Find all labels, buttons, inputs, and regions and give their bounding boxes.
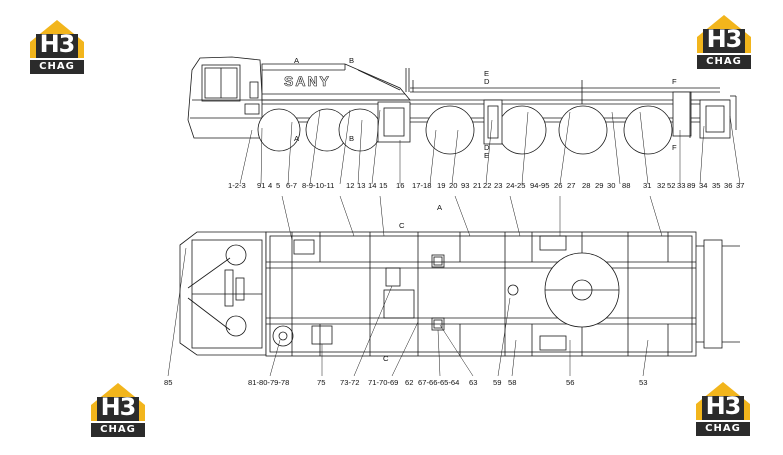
part-label: 30 [607, 181, 615, 190]
part-label: 89 [687, 181, 695, 190]
section-mark-e-bottom: E [484, 151, 489, 160]
part-label: 15 [379, 181, 387, 190]
part-label: 91 [257, 181, 265, 190]
section-mark-c-bottom: C [383, 354, 389, 363]
part-label: 12 [346, 181, 354, 190]
boom-brand-text: SANY [284, 73, 331, 89]
part-label: 4 [268, 181, 272, 190]
section-mark-d-bottom: D [484, 143, 490, 152]
section-marks: A A B B E D D E F F A C C [294, 56, 677, 363]
part-label: 33 [677, 181, 685, 190]
logo-mark: H3 [705, 392, 742, 420]
part-label: 94-95 [530, 181, 549, 190]
logo-name: CHAG [705, 423, 741, 434]
logo-bottom-left: H3 CHAG [91, 383, 145, 441]
part-label: 24-25 [506, 181, 525, 190]
part-label: 16 [396, 181, 404, 190]
part-label: 93 [461, 181, 469, 190]
part-label: 34 [699, 181, 707, 190]
part-label: 21 [473, 181, 481, 190]
part-label: 14 [368, 181, 376, 190]
side-part-labels: 1-2-3 91 4 5 6-7 8-9-10-11 12 13 14 15 1… [228, 181, 744, 190]
part-label: 53 [639, 378, 647, 387]
part-label: 19 [437, 181, 445, 190]
part-label: 88 [622, 181, 630, 190]
part-label: 29 [595, 181, 603, 190]
logo-mark: H3 [706, 25, 743, 53]
part-label: 85 [164, 378, 172, 387]
part-label: 32 [657, 181, 665, 190]
logo-top-right: H3 CHAG [697, 15, 751, 73]
plan-part-labels: 85 81-80-79-78 75 73-72 71-70-69 62 67-6… [164, 378, 647, 387]
part-label: 17-18 [412, 181, 431, 190]
part-label: 63 [469, 378, 477, 387]
part-label: 20 [449, 181, 457, 190]
plan-panel-dividers [291, 232, 669, 356]
side-view: SANY [187, 56, 737, 155]
part-label: 52 [667, 181, 675, 190]
part-label: 81-80-79-78 [248, 378, 289, 387]
plan-leader-lines [167, 195, 663, 377]
logo-mark: H3 [100, 393, 137, 421]
part-label: 71-70-69 [368, 378, 398, 387]
logo-mark: H3 [39, 30, 76, 58]
logo-name: CHAG [706, 56, 742, 67]
section-mark-f-top: F [672, 77, 677, 86]
part-label: 37 [736, 181, 744, 190]
part-label: 6-7 [286, 181, 297, 190]
part-label: 27 [567, 181, 575, 190]
part-label: 8-9-10-11 [302, 181, 334, 190]
part-label: 67-66-65-64 [418, 378, 459, 387]
section-mark-a-plan: A [437, 203, 443, 212]
logo-name: CHAG [39, 61, 75, 72]
part-label: 59 [493, 378, 501, 387]
part-label: 75 [317, 378, 325, 387]
part-label: 26 [554, 181, 562, 190]
plan-view [179, 231, 740, 357]
part-label: 56 [566, 378, 574, 387]
section-mark-b-top: B [349, 56, 354, 65]
section-mark-a-bottom: A [294, 134, 300, 143]
part-label: 13 [357, 181, 365, 190]
part-label: 35 [712, 181, 720, 190]
section-mark-d-top: D [484, 77, 490, 86]
part-label: 5 [276, 181, 280, 190]
part-label: 62 [405, 378, 413, 387]
part-label: 58 [508, 378, 516, 387]
logo-bottom-right: H3 CHAG [696, 382, 750, 440]
part-label: 31 [643, 181, 651, 190]
section-mark-f-bottom: F [672, 143, 677, 152]
logo-top-left: H3 CHAG [30, 20, 84, 78]
part-label: 23 [494, 181, 502, 190]
section-mark-a-top: A [294, 56, 300, 65]
part-label: 22 [483, 181, 491, 190]
part-label: 28 [582, 181, 590, 190]
section-mark-b-bottom: B [349, 134, 354, 143]
part-label: 36 [724, 181, 732, 190]
part-label: 1-2-3 [228, 181, 246, 190]
section-mark-e-top: E [484, 69, 489, 78]
side-leader-lines [239, 109, 741, 185]
logo-name: CHAG [100, 424, 136, 435]
part-label: 73-72 [340, 378, 359, 387]
section-mark-c-top: C [399, 221, 405, 230]
